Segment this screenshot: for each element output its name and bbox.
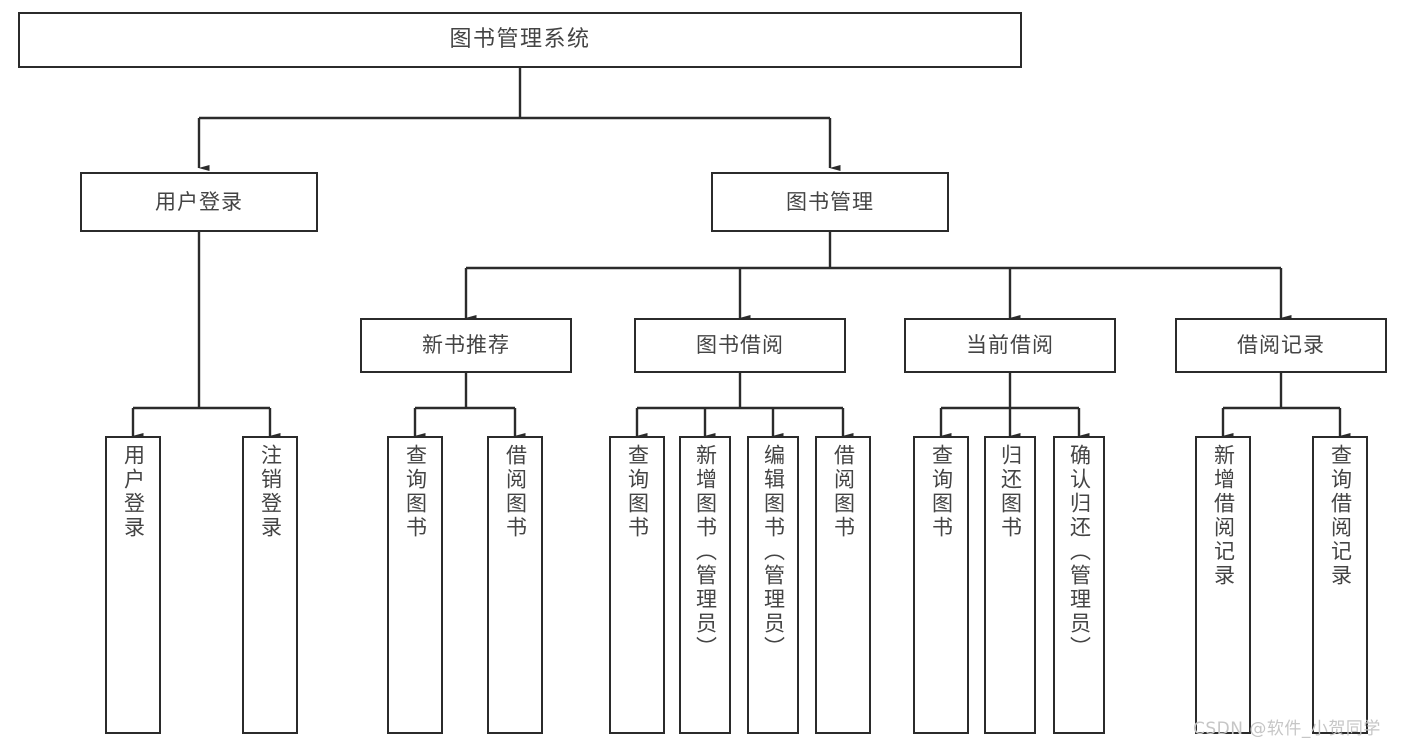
leaf-current-return-book[interactable]: 归还图书: [984, 436, 1036, 734]
leaf-borrow-edit-book-admin[interactable]: 编辑图书（管理员）: [747, 436, 799, 734]
node-label: 用户登录: [121, 444, 146, 540]
node-current-borrow[interactable]: 当前借阅: [904, 318, 1116, 373]
node-label: 确认归还（管理员）: [1067, 444, 1092, 660]
node-book-management[interactable]: 图书管理: [711, 172, 949, 232]
leaf-borrow-query-book[interactable]: 查询图书: [609, 436, 665, 734]
node-label: 新书推荐: [422, 333, 510, 358]
leaf-recommend-borrow-book[interactable]: 借阅图书: [487, 436, 543, 734]
leaf-user-login-logout[interactable]: 注销登录: [242, 436, 298, 734]
node-label: 新增图书（管理员）: [693, 444, 718, 660]
leaf-recommend-query-book[interactable]: 查询图书: [387, 436, 443, 734]
node-label: 查询借阅记录: [1328, 444, 1353, 588]
node-label: 查询图书: [929, 444, 954, 540]
leaf-user-login-login[interactable]: 用户登录: [105, 436, 161, 734]
node-label: 借阅图书: [831, 444, 856, 540]
node-new-book-recommend[interactable]: 新书推荐: [360, 318, 572, 373]
node-label: 注销登录: [258, 444, 283, 540]
leaf-record-add-record[interactable]: 新增借阅记录: [1195, 436, 1251, 734]
leaf-borrow-add-book-admin[interactable]: 新增图书（管理员）: [679, 436, 731, 734]
node-label: 归还图书: [998, 444, 1023, 540]
node-borrow-record[interactable]: 借阅记录: [1175, 318, 1387, 373]
node-root-library-system[interactable]: 图书管理系统: [18, 12, 1022, 68]
node-label: 查询图书: [625, 444, 650, 540]
leaf-borrow-borrow-book[interactable]: 借阅图书: [815, 436, 871, 734]
node-book-borrow[interactable]: 图书借阅: [634, 318, 846, 373]
node-label: 当前借阅: [966, 333, 1054, 358]
node-label: 图书管理系统: [449, 27, 591, 53]
node-label: 查询图书: [403, 444, 428, 540]
csdn-watermark: CSDN @软件_小贺同学: [1193, 719, 1381, 739]
leaf-current-confirm-return-admin[interactable]: 确认归还（管理员）: [1053, 436, 1105, 734]
node-label: 图书管理: [786, 189, 874, 214]
node-label: 借阅图书: [503, 444, 528, 540]
node-user-login[interactable]: 用户登录: [80, 172, 318, 232]
leaf-record-query-record[interactable]: 查询借阅记录: [1312, 436, 1368, 734]
node-label: 编辑图书（管理员）: [761, 444, 786, 660]
node-label: 新增借阅记录: [1211, 444, 1236, 588]
node-label: 用户登录: [155, 189, 243, 214]
node-label: 借阅记录: [1237, 333, 1325, 358]
leaf-current-query-book[interactable]: 查询图书: [913, 436, 969, 734]
node-label: 图书借阅: [696, 333, 784, 358]
